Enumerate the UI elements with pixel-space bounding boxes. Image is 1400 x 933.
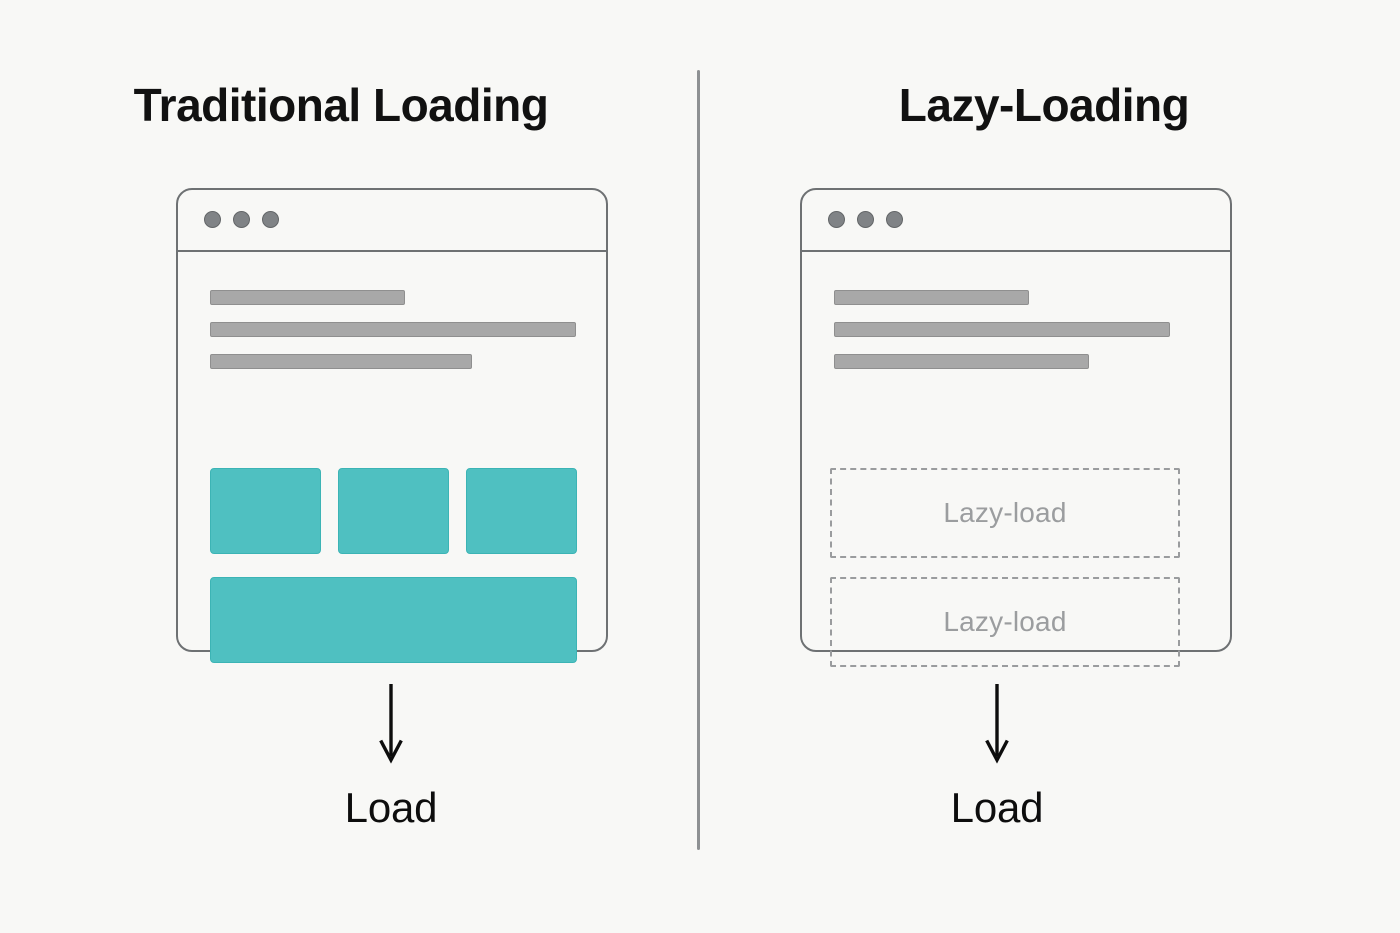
panel-title-lazy: Lazy-Loading bbox=[898, 79, 1190, 131]
window-dot-icon-3 bbox=[886, 211, 903, 228]
lazy-placeholder-1: Lazy-load bbox=[830, 468, 1180, 558]
browser-titlebar bbox=[178, 190, 606, 252]
window-dot-icon-1 bbox=[204, 211, 221, 228]
image-tile-wide bbox=[210, 577, 577, 663]
window-dot-icon-1 bbox=[828, 211, 845, 228]
load-label-traditional: Load bbox=[344, 784, 438, 831]
browser-viewport-lazy: Lazy-load Lazy-load bbox=[802, 252, 1230, 667]
panel-traditional-loading: Traditional Loading bbox=[0, 0, 698, 933]
browser-viewport-traditional bbox=[178, 252, 606, 663]
window-dot-icon-2 bbox=[233, 211, 250, 228]
vertical-divider bbox=[697, 70, 700, 850]
skeleton-bar-medium bbox=[834, 354, 1089, 369]
lazy-placeholder-2: Lazy-load bbox=[830, 577, 1180, 667]
lazy-placeholder-label-2: Lazy-load bbox=[943, 606, 1067, 637]
skeleton-bar-short bbox=[210, 290, 405, 305]
skeleton-bar-long bbox=[834, 322, 1170, 337]
browser-titlebar bbox=[802, 190, 1230, 252]
skeleton-bar-medium bbox=[210, 354, 472, 369]
lazy-placeholder-label-1: Lazy-load bbox=[943, 497, 1067, 528]
window-control-dots bbox=[828, 211, 903, 228]
panel-lazy-loading: Lazy-Loading Lazy-load Lazy-load bbox=[702, 0, 1400, 933]
window-dot-icon-3 bbox=[262, 211, 279, 228]
image-tile-2 bbox=[338, 468, 449, 554]
down-arrow-icon-traditional bbox=[379, 684, 403, 764]
window-dot-icon-2 bbox=[857, 211, 874, 228]
skeleton-bar-long bbox=[210, 322, 576, 337]
load-label-lazy: Load bbox=[950, 784, 1044, 831]
skeleton-bar-short bbox=[834, 290, 1029, 305]
window-control-dots bbox=[204, 211, 279, 228]
panel-title-traditional: Traditional Loading bbox=[133, 79, 549, 131]
image-tile-1 bbox=[210, 468, 321, 554]
down-arrow-icon-lazy bbox=[985, 684, 1009, 764]
browser-window-traditional bbox=[176, 188, 608, 663]
image-tile-3 bbox=[466, 468, 577, 554]
browser-window-lazy: Lazy-load Lazy-load bbox=[800, 188, 1232, 667]
